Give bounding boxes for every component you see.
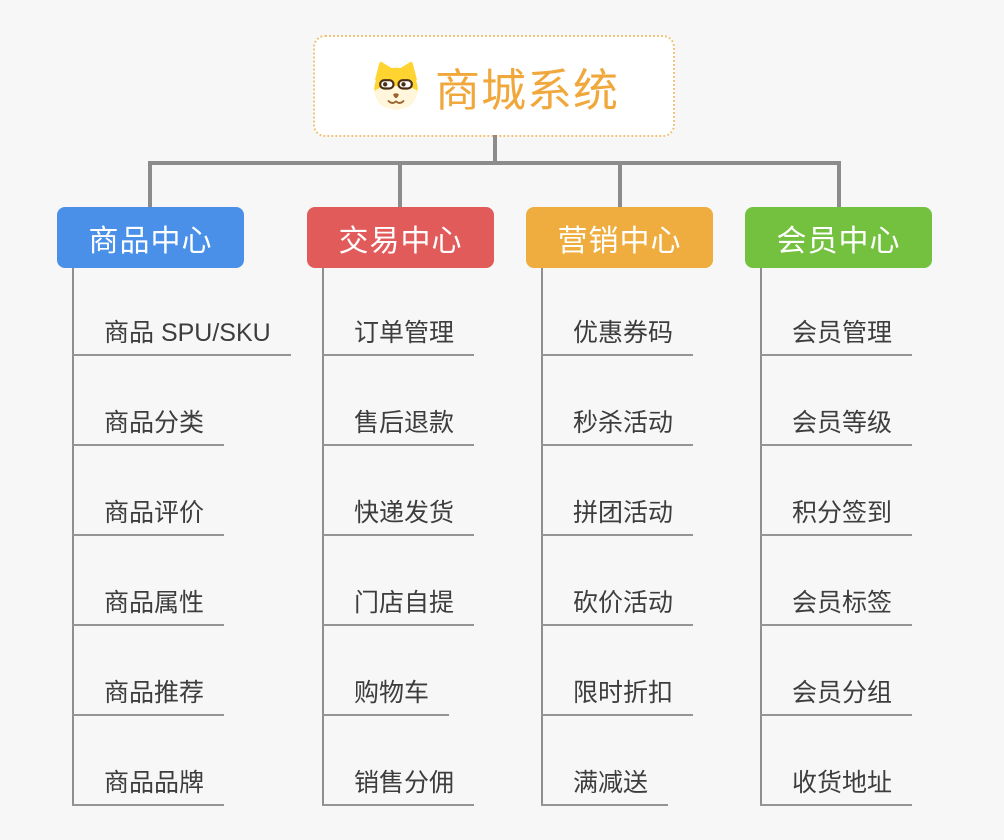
root-title: 商城系统 (434, 64, 619, 116)
leaf-label: 商品品牌 (104, 769, 205, 797)
leaf-node[interactable]: 门店自提 (322, 584, 475, 626)
leaf-label: 会员标签 (792, 589, 893, 617)
leaf-node[interactable]: 砍价活动 (541, 584, 694, 626)
leaf-label: 商品推荐 (104, 679, 205, 707)
branch-label: 营销中心 (557, 224, 682, 258)
leaf-node[interactable]: 购物车 (322, 674, 450, 716)
connector-spine (322, 268, 324, 804)
branch-label: 交易中心 (338, 224, 463, 258)
branch: 营销中心 优惠券码 秒杀活动 拼团活动 砍价活动 限时折扣 满减送 (526, 0, 776, 840)
leaf-label: 会员管理 (792, 319, 893, 347)
leaf-label: 优惠券码 (573, 319, 674, 347)
leaf-label: 快递发货 (354, 499, 455, 527)
leaf-node[interactable]: 商品推荐 (72, 674, 225, 716)
leaf-node[interactable]: 商品分类 (72, 404, 225, 446)
leaf-node[interactable]: 售后退款 (322, 404, 475, 446)
connector-spine (72, 268, 74, 804)
connector-root-stem (493, 135, 497, 163)
leaf-label: 商品属性 (104, 589, 205, 617)
dog-face-icon (374, 61, 418, 110)
leaf-node[interactable]: 拼团活动 (541, 494, 694, 536)
leaf-node[interactable]: 商品 SPU/SKU (72, 314, 291, 356)
branch: 交易中心 订单管理 售后退款 快递发货 门店自提 购物车 销售分佣 (307, 0, 557, 840)
leaf-node[interactable]: 积分签到 (760, 494, 913, 536)
connector-drop (618, 161, 622, 208)
branch-header-4[interactable]: 会员中心 (745, 207, 932, 268)
leaf-node[interactable]: 秒杀活动 (541, 404, 694, 446)
leaf-node[interactable]: 会员管理 (760, 314, 913, 356)
leaf-label: 商品评价 (104, 499, 205, 527)
leaf-node[interactable]: 订单管理 (322, 314, 475, 356)
branch-header-1[interactable]: 商品中心 (57, 207, 244, 268)
leaf-node[interactable]: 限时折扣 (541, 674, 694, 716)
branch: 商品中心 商品 SPU/SKU 商品分类 商品评价 商品属性 商品推荐 商品品牌 (57, 0, 307, 840)
leaf-label: 商品 SPU/SKU (104, 319, 271, 347)
connector-drop (398, 161, 402, 208)
leaf-node[interactable]: 会员标签 (760, 584, 913, 626)
branch-header-2[interactable]: 交易中心 (307, 207, 494, 268)
leaf-node[interactable]: 优惠券码 (541, 314, 694, 356)
leaf-label: 订单管理 (354, 319, 455, 347)
leaf-node[interactable]: 商品品牌 (72, 764, 225, 806)
leaf-node[interactable]: 销售分佣 (322, 764, 475, 806)
branch-label: 商品中心 (88, 224, 213, 258)
branch-label: 会员中心 (776, 224, 901, 258)
leaf-node[interactable]: 快递发货 (322, 494, 475, 536)
root-node[interactable]: 商城系统 (313, 35, 675, 137)
leaf-label: 满减送 (573, 769, 649, 797)
leaf-node[interactable]: 商品评价 (72, 494, 225, 536)
leaf-label: 销售分佣 (354, 769, 455, 797)
connector-drop (148, 161, 152, 208)
leaf-node[interactable]: 满减送 (541, 764, 669, 806)
leaf-node[interactable]: 会员等级 (760, 404, 913, 446)
leaf-label: 购物车 (354, 679, 430, 707)
connector-drop (837, 161, 841, 208)
leaf-label: 收货地址 (792, 769, 893, 797)
connector-spine (541, 268, 543, 804)
leaf-label: 秒杀活动 (573, 409, 674, 437)
leaf-label: 会员分组 (792, 679, 893, 707)
leaf-label: 门店自提 (354, 589, 455, 617)
branch-header-3[interactable]: 营销中心 (526, 207, 713, 268)
leaf-node[interactable]: 商品属性 (72, 584, 225, 626)
leaf-label: 砍价活动 (573, 589, 674, 617)
leaf-label: 会员等级 (792, 409, 893, 437)
leaf-label: 积分签到 (792, 499, 893, 527)
leaf-node[interactable]: 收货地址 (760, 764, 913, 806)
connector-trunk (148, 161, 841, 165)
leaf-label: 售后退款 (354, 409, 455, 437)
branch: 会员中心 会员管理 会员等级 积分签到 会员标签 会员分组 收货地址 (745, 0, 995, 840)
leaf-label: 限时折扣 (573, 679, 674, 707)
leaf-label: 拼团活动 (573, 499, 674, 527)
leaf-node[interactable]: 会员分组 (760, 674, 913, 716)
leaf-label: 商品分类 (104, 409, 205, 437)
connector-spine (760, 268, 762, 804)
